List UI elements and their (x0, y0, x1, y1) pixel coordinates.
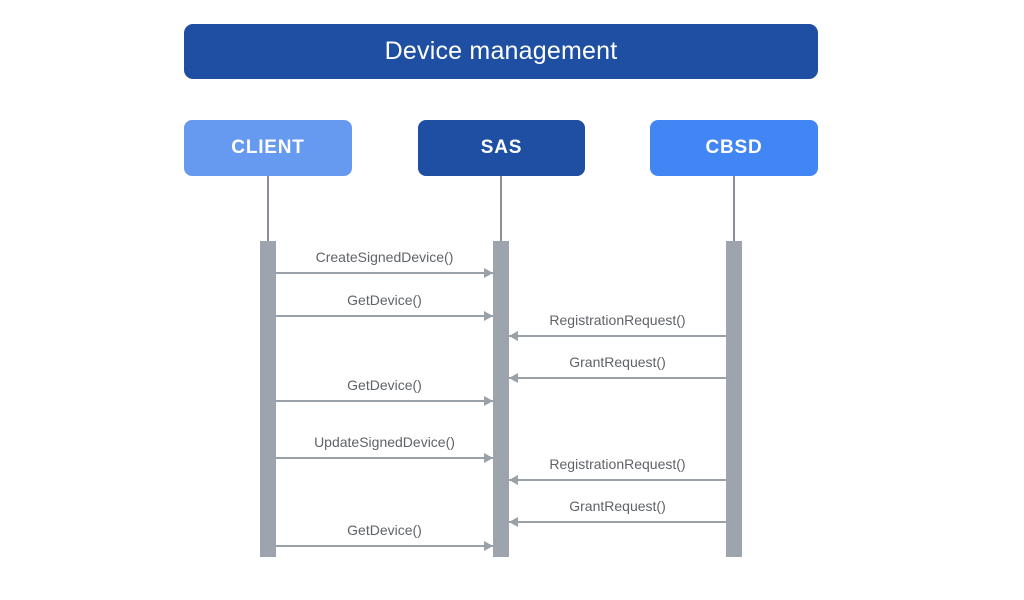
message-label-4: GrantRequest() (569, 354, 666, 370)
message-label-8: GrantRequest() (569, 498, 666, 514)
lifeline-sas (500, 176, 502, 241)
lifeline-cbsd (733, 176, 735, 241)
message-line-1 (276, 272, 493, 274)
participant-header-client[interactable]: CLIENT (184, 120, 352, 176)
participant-label-sas: SAS (480, 137, 523, 158)
arrow-head-left-4 (509, 373, 518, 383)
message-line-8 (509, 521, 726, 523)
message-line-6 (276, 457, 493, 459)
arrow-head-right-5 (484, 396, 493, 406)
arrow-head-right-9 (484, 541, 493, 551)
message-line-3 (509, 335, 726, 337)
arrow-head-left-7 (509, 475, 518, 485)
message-label-9: GetDevice() (347, 522, 422, 538)
arrow-head-left-8 (509, 517, 518, 527)
diagram-title-text: Device management (384, 37, 618, 65)
arrow-head-right-2 (484, 311, 493, 321)
lifeline-client (267, 176, 269, 241)
arrow-head-left-3 (509, 331, 518, 341)
message-label-1: CreateSignedDevice() (315, 249, 454, 265)
activation-bar-client (260, 241, 276, 557)
diagram-title-bar: Device management (184, 24, 818, 79)
participant-label-cbsd: CBSD (705, 137, 763, 158)
participant-label-client: CLIENT (231, 137, 305, 158)
message-label-5: GetDevice() (347, 377, 422, 393)
message-line-9 (276, 545, 493, 547)
message-line-4 (509, 377, 726, 379)
arrow-head-right-1 (484, 268, 493, 278)
message-label-3: RegistrationRequest() (549, 312, 686, 328)
message-line-5 (276, 400, 493, 402)
arrow-head-right-6 (484, 453, 493, 463)
participant-header-cbsd[interactable]: CBSD (650, 120, 818, 176)
message-label-6: UpdateSignedDevice() (314, 434, 455, 450)
message-line-2 (276, 315, 493, 317)
message-label-7: RegistrationRequest() (549, 456, 686, 472)
activation-bar-cbsd (726, 241, 742, 557)
message-line-7 (509, 479, 726, 481)
message-label-2: GetDevice() (347, 292, 422, 308)
activation-bar-sas (493, 241, 509, 557)
participant-header-sas[interactable]: SAS (418, 120, 585, 176)
